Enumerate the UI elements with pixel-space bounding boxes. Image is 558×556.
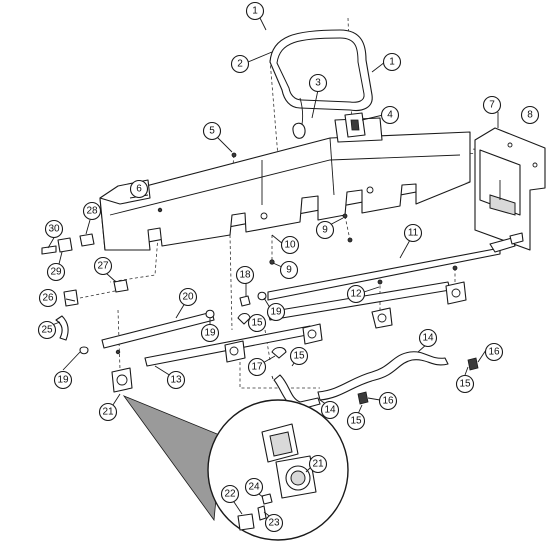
callout-bubble-7: 7 (482, 95, 502, 115)
callout-label: 17 (251, 362, 263, 373)
callout-label: 20 (182, 292, 194, 303)
callout-label: 12 (350, 289, 362, 300)
callout-label: 18 (239, 270, 251, 281)
handle-assembly (269, 29, 373, 139)
callout-label: 1 (389, 57, 395, 68)
callout-label: 16 (488, 347, 500, 358)
callout-label: 28 (86, 206, 98, 217)
callout-bubble-15a: 15 (247, 313, 267, 333)
callout-bubble-14b: 14 (320, 400, 340, 420)
callout-label: 9 (286, 265, 292, 276)
callout-label: 23 (268, 518, 280, 529)
callout-label: 10 (284, 240, 296, 251)
callout-bubble-27: 27 (93, 256, 113, 276)
callout-bubble-10: 10 (280, 235, 300, 255)
callout-bubble-2: 2 (230, 54, 250, 74)
callout-label: 14 (324, 405, 336, 416)
callout-bubble-8: 8 (520, 105, 540, 125)
callout-bubble-12: 12 (346, 284, 366, 304)
callout-bubble-29: 29 (46, 262, 66, 282)
callout-label: 14 (422, 333, 434, 344)
callout-label: 24 (248, 482, 260, 493)
callout-bubble-19b: 19 (200, 323, 220, 343)
callout-label: 21 (312, 459, 324, 470)
mount-bracket (344, 112, 366, 138)
callout-bubble-13: 13 (166, 370, 186, 390)
nozzle-bodies (111, 281, 467, 393)
callout-bubble-19a: 19 (53, 370, 73, 390)
callout-bubble-20: 20 (178, 287, 198, 307)
callout-bubble-6: 6 (129, 179, 149, 199)
side-mount-plate (474, 127, 546, 251)
boom-frame (99, 117, 471, 251)
callout-label: 5 (209, 126, 215, 137)
callout-label: 15 (350, 416, 362, 427)
callout-bubble-9b: 9 (279, 260, 299, 280)
callout-label: 15 (459, 379, 471, 390)
callout-label: 21 (102, 407, 114, 418)
callout-label: 13 (170, 375, 182, 386)
fittings-16 (357, 357, 479, 405)
callout-bubble-24: 24 (244, 477, 264, 497)
callout-label: 7 (489, 100, 495, 111)
callout-bubble-23: 23 (264, 513, 284, 533)
callout-label: 1 (252, 6, 258, 17)
callout-bubble-21a: 21 (98, 402, 118, 422)
callout-bubble-19c: 19 (266, 302, 286, 322)
callout-bubble-22: 22 (220, 484, 240, 504)
callout-label: 3 (315, 78, 321, 89)
callout-label: 19 (204, 328, 216, 339)
callout-bubble-15b: 15 (289, 346, 309, 366)
callout-label: 19 (270, 307, 282, 318)
small-hardware (79, 152, 458, 359)
callout-label: 11 (408, 228, 419, 239)
callout-label: 27 (97, 261, 109, 272)
callout-label: 9 (322, 225, 328, 236)
callout-bubble-9a: 9 (315, 220, 335, 240)
callout-bubble-1a: 1 (245, 1, 265, 21)
callout-bubble-11: 11 (403, 223, 423, 243)
callout-label: 16 (382, 396, 394, 407)
callout-label: 2 (237, 59, 243, 70)
callout-bubble-25: 25 (37, 320, 57, 340)
callout-bubble-30: 30 (44, 219, 64, 239)
hose-14 (273, 351, 449, 411)
pipe-20 (101, 311, 215, 349)
callout-bubble-3: 3 (308, 73, 328, 93)
callout-label: 22 (224, 489, 236, 500)
callout-label: 15 (293, 351, 305, 362)
callout-label: 30 (48, 224, 60, 235)
callout-label: 19 (57, 375, 69, 386)
callout-bubble-14a: 14 (418, 328, 438, 348)
callout-bubble-5: 5 (202, 121, 222, 141)
callout-bubble-28: 28 (82, 201, 102, 221)
callout-bubble-15d: 15 (346, 411, 366, 431)
callout-bubble-16a: 16 (484, 342, 504, 362)
callout-label: 4 (387, 110, 393, 121)
callout-label: 26 (42, 293, 54, 304)
callout-bubble-1b: 1 (382, 52, 402, 72)
callout-label: 6 (136, 184, 142, 195)
callout-label: 29 (50, 267, 62, 278)
callout-bubble-26: 26 (38, 288, 58, 308)
pipe-11 (267, 232, 524, 301)
callout-bubble-16b: 16 (378, 391, 398, 411)
left-fittings (41, 233, 129, 341)
callout-bubble-21b: 21 (308, 454, 328, 474)
callout-label: 8 (527, 110, 533, 121)
callout-label: 15 (251, 318, 263, 329)
callout-bubble-17: 17 (247, 357, 267, 377)
callout-label: 25 (41, 325, 53, 336)
callout-bubble-18: 18 (235, 265, 255, 285)
callout-bubble-4: 4 (380, 105, 400, 125)
detail-zoom (122, 395, 349, 541)
callout-bubble-15c: 15 (455, 374, 475, 394)
